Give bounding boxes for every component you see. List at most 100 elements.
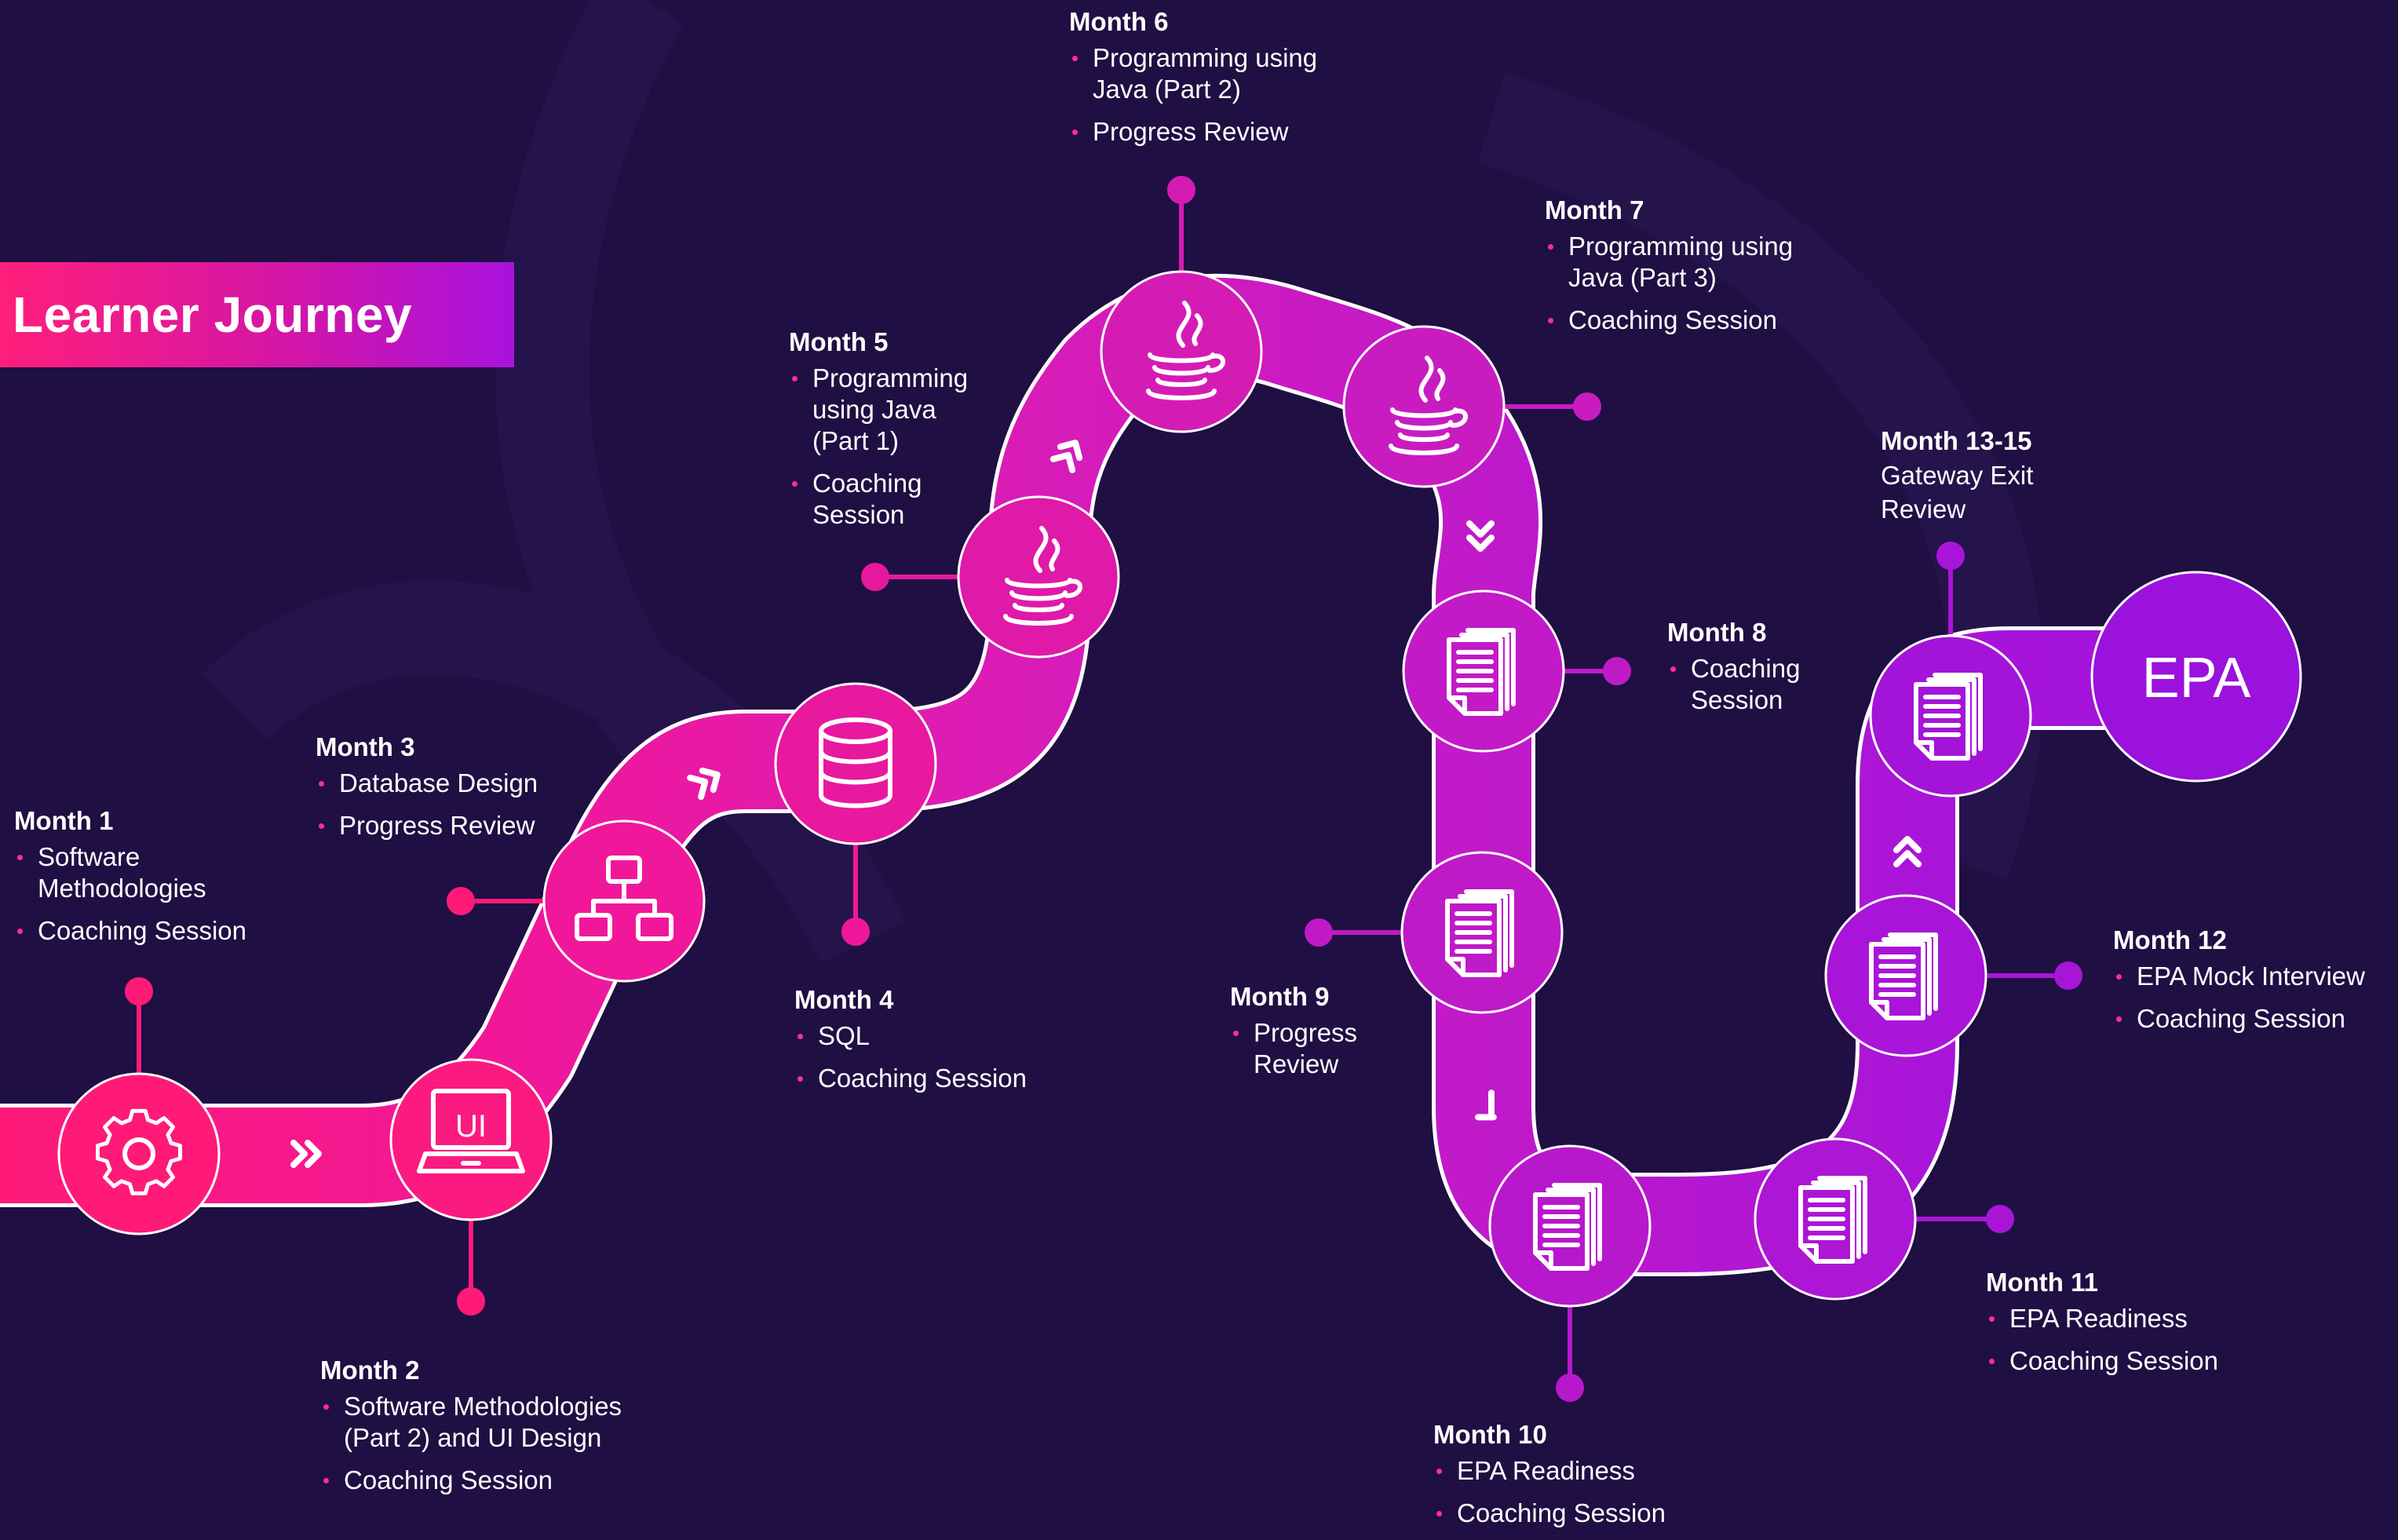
java-icon: [1003, 526, 1082, 626]
activity-item: Coaching Session: [320, 1465, 681, 1496]
gear-icon: [96, 1108, 182, 1195]
connector-month-10: [1556, 1307, 1584, 1402]
activity-list: Software Methodologies (Part 2) and UI D…: [320, 1391, 681, 1496]
page-title: Learner Journey: [13, 286, 413, 343]
activity-item: Progress Review: [1069, 116, 1367, 148]
activity-item: Programming using Java (Part 3): [1545, 231, 1827, 294]
milestone-month-11: Month 11 EPA Readiness Coaching Session: [1986, 1265, 2268, 1388]
node-month-1: [57, 1072, 221, 1235]
activity-item: EPA Mock Interview: [2113, 961, 2396, 992]
activity-item: Coaching Session: [1433, 1498, 1716, 1529]
documents-icon: [1869, 932, 1938, 1020]
laptop-ui-label: UI: [455, 1109, 487, 1144]
documents-icon: [1445, 889, 1514, 977]
milestone-month-2: Month 2 Software Methodologies (Part 2) …: [320, 1353, 681, 1507]
activity-item: EPA Readiness: [1986, 1303, 2268, 1334]
activity-list: Programming using Java (Part 3) Coaching…: [1545, 231, 1843, 336]
activity-item: Software Methodologies (Part 2) and UI D…: [320, 1391, 673, 1454]
documents-icon: [1914, 673, 1983, 761]
activity-item: Programming using Java (Part 1): [789, 363, 969, 457]
activity-item: Programming using Java (Part 2): [1069, 42, 1328, 105]
month-label: Month 5: [789, 327, 889, 356]
connector-month-5: [861, 563, 959, 591]
month-label: Month 4: [794, 985, 894, 1014]
node-icons: [96, 301, 1983, 1271]
epa-label: EPA: [2142, 647, 2251, 710]
month-label: Month 2: [320, 1356, 420, 1385]
activity-list: SQL Coaching Session: [794, 1020, 1077, 1094]
month-label: Month 11: [1986, 1268, 2099, 1297]
activity-item: Coaching Session: [794, 1063, 1077, 1094]
milestone-month-3: Month 3 Database Design Progress Review: [316, 730, 598, 852]
connector-month-7: [1503, 392, 1601, 421]
activity-list: Coaching Session: [1667, 653, 1871, 716]
month-label: Month 1: [14, 806, 114, 835]
documents-icon: [1533, 1183, 1602, 1271]
month-label: Month 13-15: [1881, 426, 2032, 455]
activity-item: Coaching Session: [1545, 305, 1843, 336]
chevron-up-right-icon: [1049, 440, 1083, 473]
activity-item: Coaching Session: [789, 468, 946, 531]
activity-list: Database Design Progress Review: [316, 768, 598, 841]
connector-month-8: [1562, 657, 1631, 685]
milestone-month-6: Month 6 Programming using Java (Part 2) …: [1069, 5, 1367, 159]
connector-month-2: [457, 1221, 485, 1316]
month-label: Month 7: [1545, 195, 1644, 224]
milestone-month-12: Month 12 EPA Mock Interview Coaching Ses…: [2113, 923, 2396, 1046]
node-month-6: [1100, 270, 1263, 433]
milestone-month-8: Month 8 Coaching Session: [1667, 615, 1871, 727]
activity-item: Coaching Session: [2113, 1003, 2396, 1035]
chevron-down-icon: [1466, 520, 1495, 552]
activity-item: Progress Review: [1230, 1017, 1379, 1080]
chevron-right-icon: [290, 1140, 322, 1168]
database-icon: [819, 717, 892, 808]
activity-item: SQL: [794, 1020, 1077, 1052]
connector-month-3: [447, 887, 546, 915]
activity-list: Software Methodologies Coaching Session: [14, 841, 273, 947]
month-label: Month 9: [1230, 982, 1330, 1011]
activity-list: Programming using Java (Part 1) Coaching…: [789, 363, 993, 531]
activity-item: Database Design: [316, 768, 598, 799]
connector-month-9: [1305, 918, 1401, 947]
connector-month-11: [1915, 1205, 2014, 1233]
documents-icon: [1798, 1176, 1867, 1264]
activity-list: Programming using Java (Part 2) Progress…: [1069, 42, 1367, 148]
road-chevrons: [290, 440, 1922, 1168]
activity-list: Progress Review: [1230, 1017, 1434, 1080]
month-label: Month 6: [1069, 7, 1169, 36]
milestone-month-9: Month 9 Progress Review: [1230, 980, 1434, 1091]
activity-list: EPA Mock Interview Coaching Session: [2113, 961, 2396, 1035]
documents-icon: [1447, 628, 1516, 716]
milestone-month-5: Month 5 Programming using Java (Part 1) …: [789, 325, 993, 542]
connectors: [125, 176, 2082, 1402]
node-month-5: [957, 495, 1120, 659]
activity-item: Progress Review: [316, 810, 598, 841]
title-banner: Learner Journey: [0, 262, 514, 367]
milestone-note: Gateway Exit Review: [1881, 461, 2034, 524]
month-label: Month 8: [1667, 618, 1767, 647]
connector-month-6: [1167, 176, 1195, 271]
node-month-7: [1342, 325, 1506, 488]
hierarchy-chart-icon: [575, 856, 673, 941]
connector-month-12: [1986, 962, 2082, 990]
connector-month-13-15: [1936, 542, 1965, 634]
connector-month-4: [841, 828, 870, 946]
chevron-up-icon: [1893, 836, 1922, 867]
chevron-down-right-icon: [1475, 1089, 1497, 1121]
milestone-month-10: Month 10 EPA Readiness Coaching Session: [1433, 1418, 1716, 1540]
java-icon: [1389, 356, 1468, 455]
laptop-ui-icon: [417, 1089, 525, 1173]
activity-item: Coaching Session: [14, 915, 273, 947]
activity-item: Software Methodologies: [14, 841, 242, 904]
month-label: Month 3: [316, 732, 415, 761]
milestone-month-13-15: Month 13-15 Gateway Exit Review: [1881, 424, 2116, 526]
nodes: [57, 270, 2302, 1308]
java-icon: [1146, 301, 1225, 400]
chevron-up-right-icon: [687, 767, 721, 801]
activity-item: Coaching Session: [1667, 653, 1824, 716]
activity-item: EPA Readiness: [1433, 1455, 1716, 1487]
milestone-month-4: Month 4 SQL Coaching Session: [794, 983, 1077, 1105]
month-label: Month 10: [1433, 1420, 1547, 1449]
activity-item: Coaching Session: [1986, 1345, 2268, 1377]
